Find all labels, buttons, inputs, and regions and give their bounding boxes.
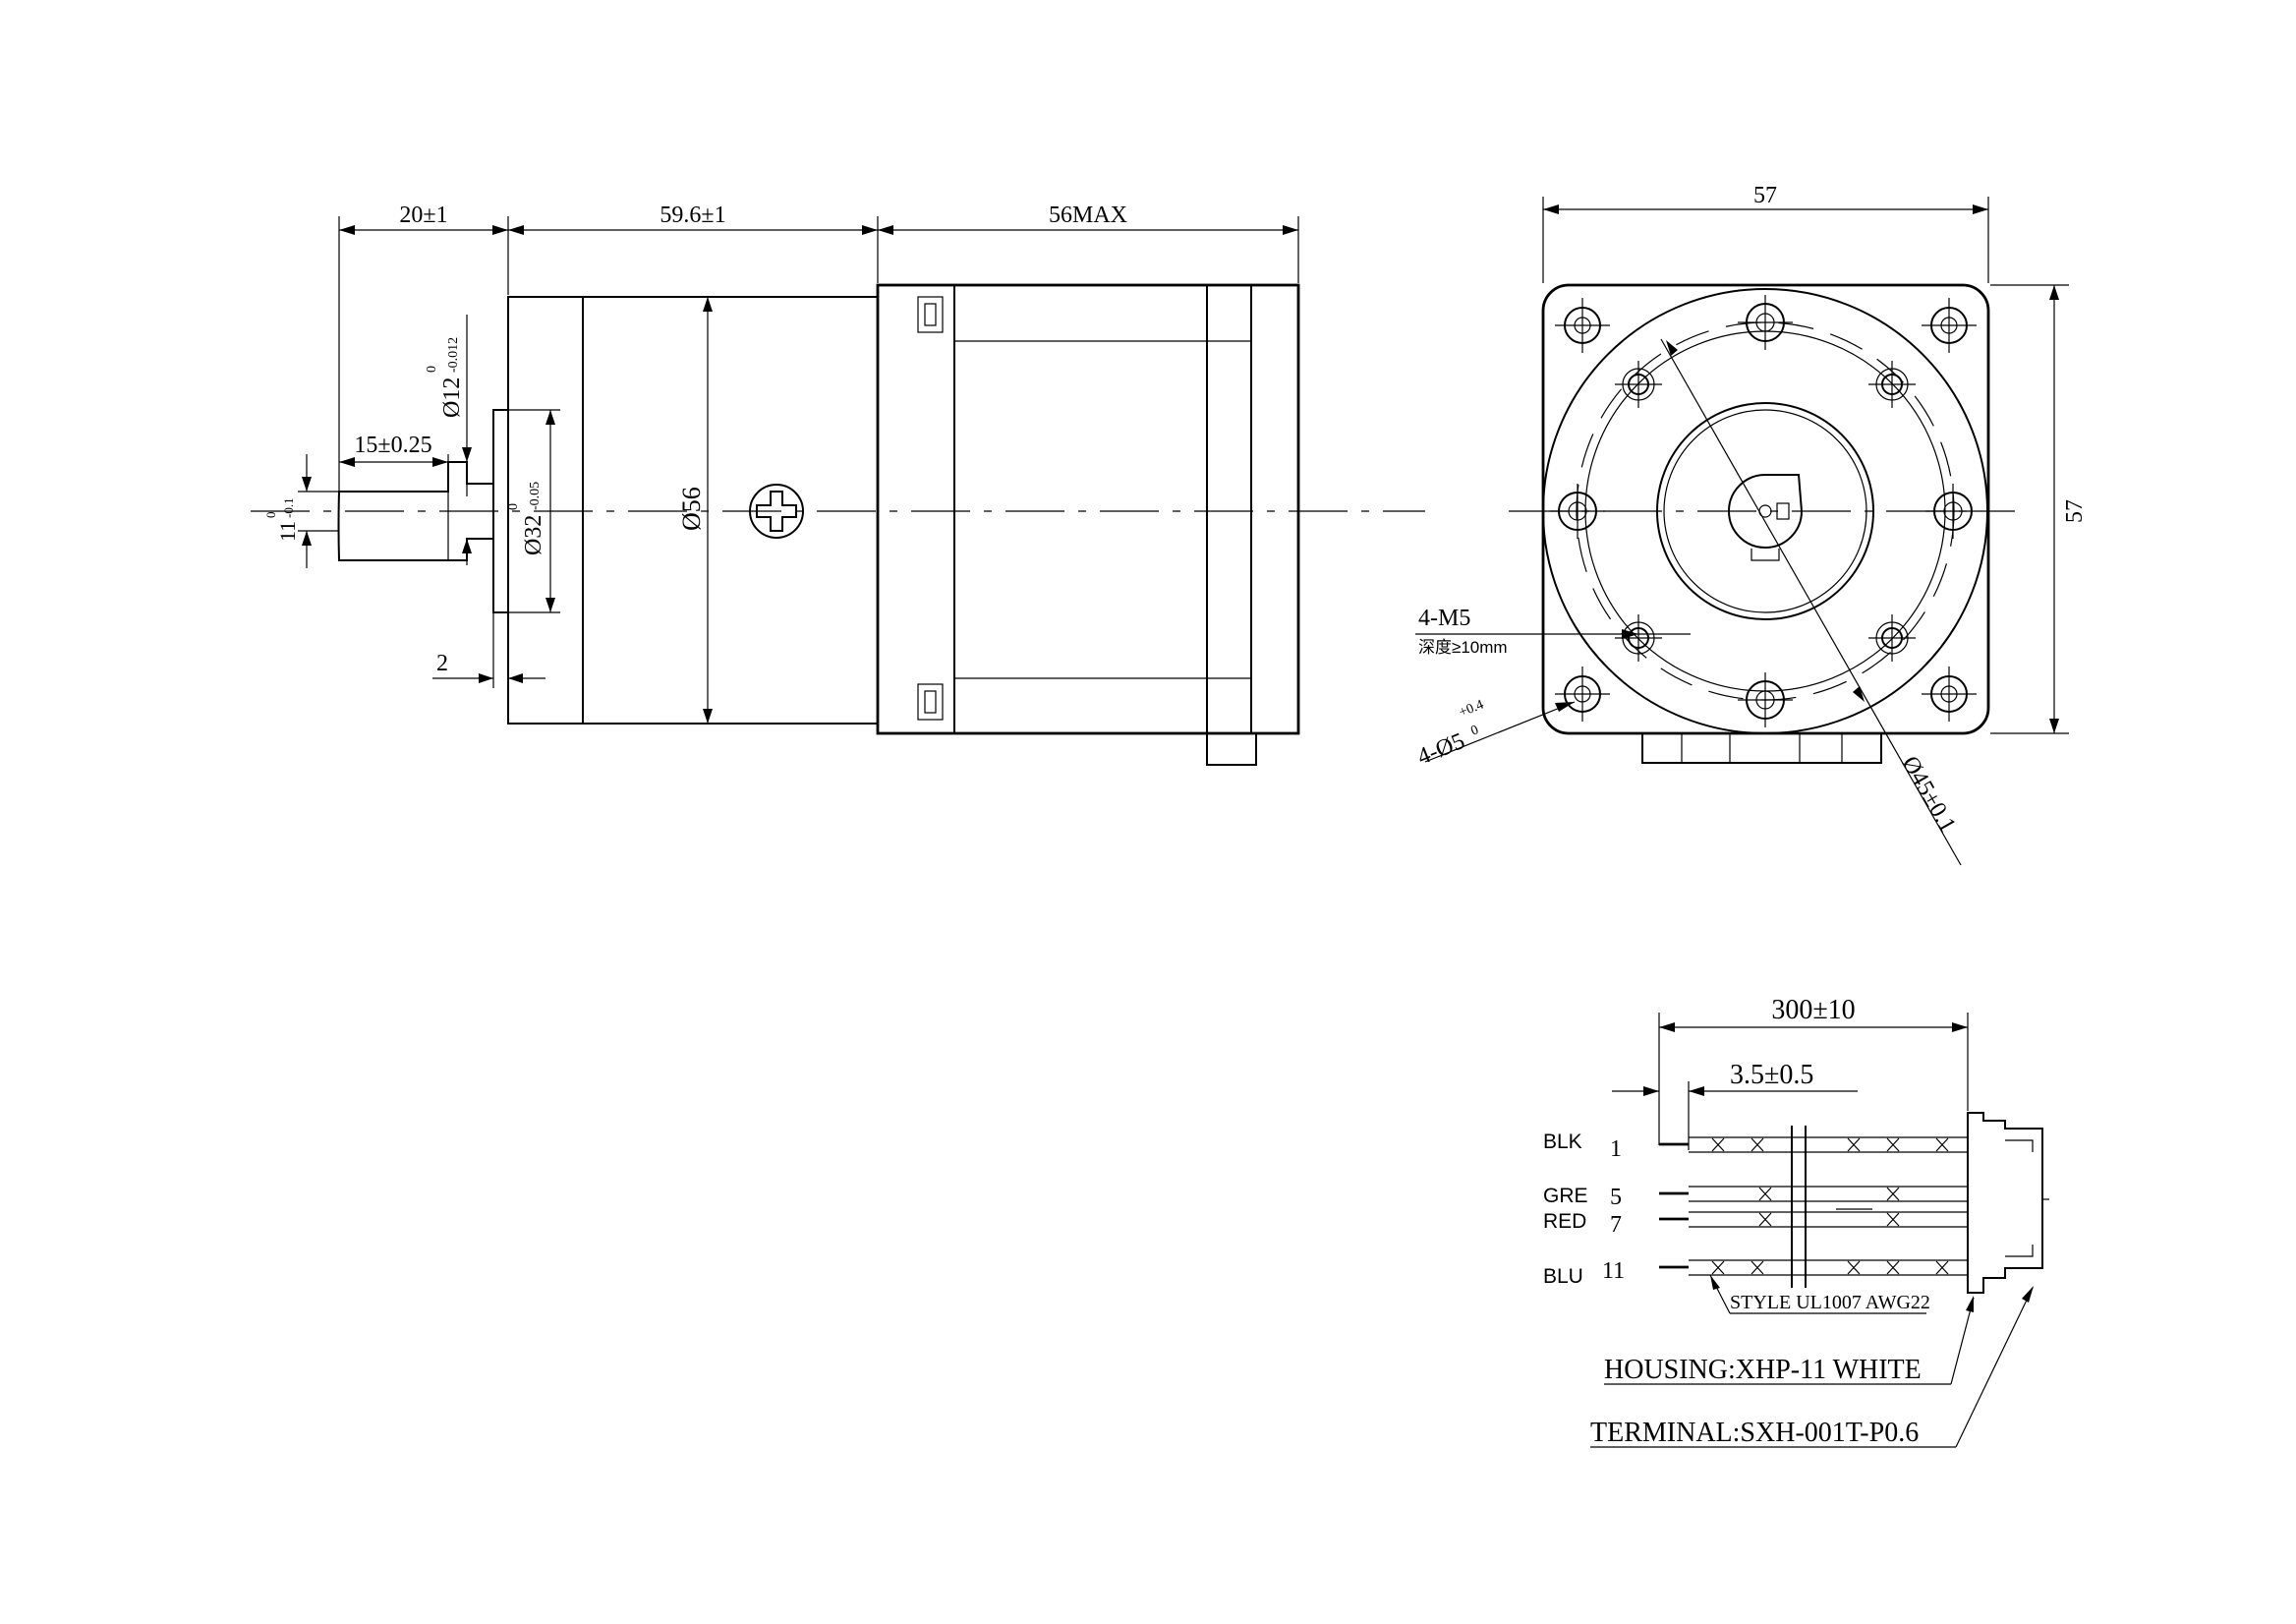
wire: [1659, 1259, 1968, 1276]
label-thru-holes: 4-Ø5 +0.4 0: [1414, 697, 1486, 771]
dim-pilot-diameter: Ø32 0 -0.05: [506, 482, 546, 555]
side-view: 20±1 59.6±1 56MAX Ø12 0 -0.012 15±0.25: [251, 203, 1425, 766]
dim-flat-length: 15±0.25: [354, 433, 431, 458]
dim-pilot-length: 2: [436, 651, 448, 676]
label-tap-depth: 深度≥10mm: [1418, 638, 1508, 657]
tapped-hole: [1868, 361, 1916, 408]
thru-hole: [1555, 298, 1610, 353]
wire: [1659, 1186, 1968, 1202]
dim-shaft-diameter: Ø12 0 -0.012: [425, 337, 465, 418]
connector-housing: [1967, 1112, 2043, 1294]
wire-pin-label: 11: [1602, 1258, 1625, 1284]
wiring-diagram: 300±10 3.5±0.5 BLK 1 GRE 5 RED 7 BLU 11: [1543, 995, 2049, 1448]
front-connector: [1641, 732, 1882, 764]
tapped-hole: [1615, 361, 1662, 408]
label-terminal: TERMINAL:SXH-001T-P0.6: [1590, 1418, 1919, 1448]
wire-pin-label: 5: [1610, 1185, 1622, 1210]
label-cable-style: STYLE UL1007 AWG22: [1730, 1292, 1930, 1313]
svg-text:-0.012: -0.012: [446, 337, 461, 373]
front-view: 57 57 4-M5 深度≥10mm 4-Ø5 +0.4 0 Ø45±0.1: [1414, 183, 2088, 866]
dim-front-height: 57: [2062, 499, 2088, 523]
connector-nub: [1206, 732, 1257, 766]
dim-front-width: 57: [1753, 183, 1777, 208]
shaft-end: [1728, 474, 1804, 549]
pcd-hole-left: [1550, 484, 1605, 539]
svg-text:0: 0: [263, 512, 278, 519]
svg-text:4-Ø5: 4-Ø5: [1414, 728, 1468, 771]
svg-text:11: 11: [275, 521, 300, 542]
wire-pin-label: 1: [1610, 1136, 1622, 1162]
thru-hole: [1922, 667, 1977, 722]
gearbox-body: [582, 296, 879, 725]
svg-text:0: 0: [506, 503, 521, 510]
svg-text:-0.05: -0.05: [528, 482, 543, 510]
wire-color-label: BLU: [1543, 1265, 1583, 1288]
svg-text:-0.1: -0.1: [281, 497, 296, 518]
thru-hole: [1922, 298, 1977, 353]
label-housing: HOUSING:XHP-11 WHITE: [1604, 1355, 1922, 1385]
dim-motor-length: 56MAX: [1049, 203, 1127, 228]
wire: [1659, 1208, 1968, 1228]
dim-gearbox-length: 59.6±1: [660, 203, 725, 228]
svg-text:+0.4: +0.4: [1458, 697, 1486, 720]
wire: [1659, 1136, 1968, 1153]
tapped-hole: [1615, 614, 1662, 662]
wire-pin-label: 7: [1610, 1212, 1622, 1238]
label-tap-holes: 4-M5: [1418, 606, 1470, 631]
screw-icon: [749, 484, 804, 539]
dim-shaft-length: 20±1: [399, 203, 447, 228]
svg-text:Ø12: Ø12: [439, 377, 465, 418]
pcd-hole-right: [1925, 484, 1980, 539]
pcd-hole-top: [1738, 295, 1793, 350]
thru-hole: [1555, 667, 1610, 722]
dim-strip-length: 3.5±0.5: [1730, 1060, 1813, 1090]
wire-color-label: GRE: [1543, 1185, 1588, 1207]
tapped-hole: [1868, 614, 1916, 662]
dim-pcd: Ø45±0.1: [1897, 752, 1961, 837]
dim-flat-height: 11 0 -0.1: [263, 497, 300, 542]
output-shaft: [337, 461, 494, 561]
svg-text:0: 0: [425, 366, 439, 373]
dim-cable-length: 300±10: [1771, 995, 1855, 1025]
wire-color-label: BLK: [1543, 1131, 1582, 1153]
pcd-hole-bottom: [1738, 672, 1793, 727]
wire-color-label: RED: [1543, 1210, 1586, 1233]
svg-text:0: 0: [1469, 723, 1481, 739]
dim-body-diameter: Ø56: [677, 487, 706, 531]
pilot-circle: [1656, 402, 1874, 620]
motor-body: [876, 283, 1300, 735]
svg-text:Ø32: Ø32: [521, 515, 546, 555]
